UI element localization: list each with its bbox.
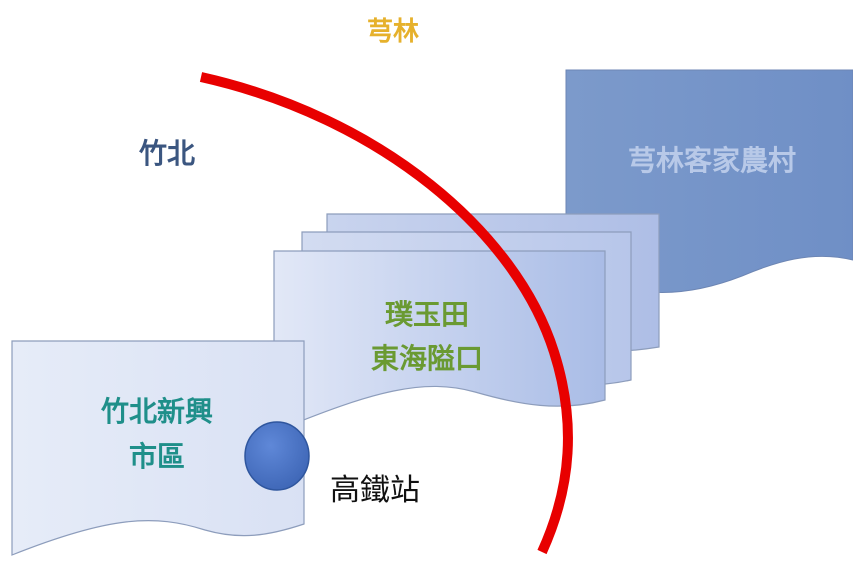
zhubei-new-label-line1: 竹北新興 bbox=[100, 395, 213, 428]
hsr-station-label: 高鐵站 bbox=[330, 473, 420, 508]
zhubei-new-district-card bbox=[11, 340, 305, 556]
hsr-station-dot bbox=[244, 421, 310, 491]
red-boundary-arc bbox=[199, 72, 573, 555]
puyutian-card bbox=[273, 250, 606, 433]
left-region-label: 竹北 bbox=[138, 137, 195, 170]
puyutian-label-line1: 璞玉田 bbox=[385, 298, 469, 331]
top-title: 芎林 bbox=[367, 17, 419, 47]
puyutian-label-line2: 東海隘口 bbox=[371, 342, 483, 375]
hakka-village-label: 芎林客家農村 bbox=[628, 144, 796, 177]
zhubei-new-label-line2: 市區 bbox=[129, 440, 185, 473]
